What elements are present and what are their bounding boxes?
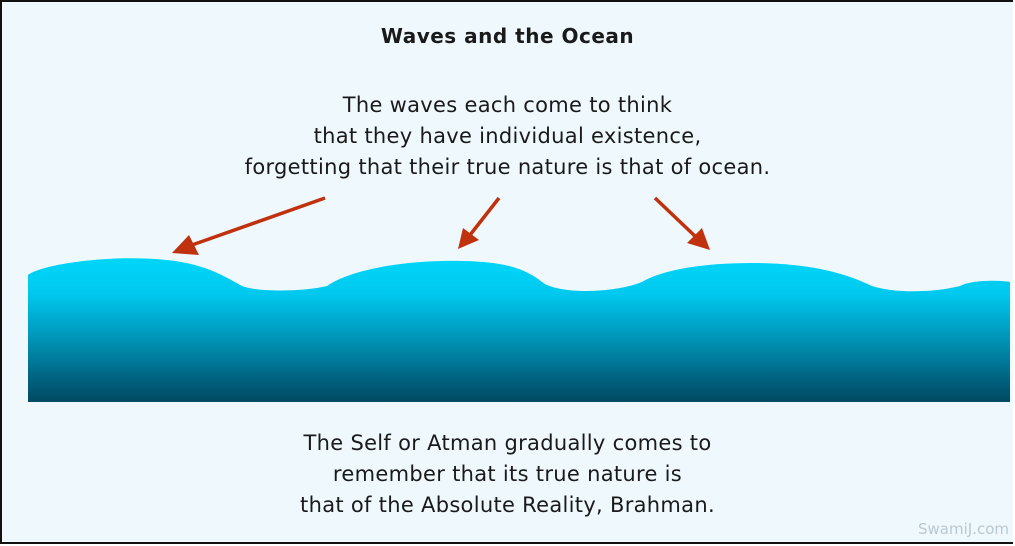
bottom-caption-line: remember that its true nature is [332, 462, 683, 486]
arrow-right [653, 196, 710, 250]
ocean-waves [28, 258, 1010, 402]
bottom-caption-line: that of the Absolute Reality, Brahman. [300, 493, 715, 517]
top-caption-line: that they have individual existence, [313, 124, 702, 148]
arrow-middle [458, 196, 501, 249]
top-caption-line: The waves each come to think [342, 93, 673, 117]
top-caption: The waves each come to think that they h… [2, 90, 1013, 183]
top-caption-line: forgetting that their true nature is tha… [244, 155, 771, 179]
bottom-caption-line: The Self or Atman gradually comes to [303, 431, 712, 455]
diagram-title: Waves and the Ocean [380, 24, 635, 48]
arrow-left [172, 196, 326, 255]
watermark-credit: SwamiJ.com [918, 520, 1009, 538]
bottom-caption: The Self or Atman gradually comes to rem… [2, 428, 1013, 521]
